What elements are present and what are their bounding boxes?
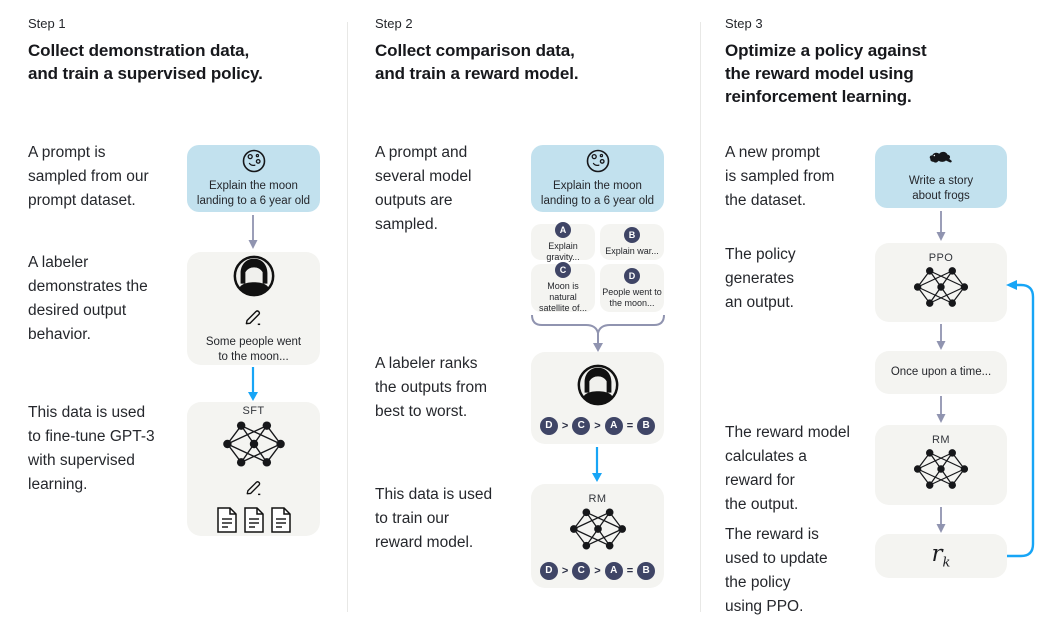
rank-badge: B (637, 561, 656, 580)
pencil-icon (244, 307, 263, 331)
down-arrow (247, 215, 259, 254)
down-arrow (935, 507, 947, 538)
step2-title: Collect comparison data, and train a rew… (375, 41, 579, 83)
step3-title: Optimize a policy against the reward mod… (725, 41, 927, 106)
column-divider (347, 22, 348, 612)
step2-prompt-box: Explain the moon landing to a 6 year old (531, 145, 664, 212)
step3-rm-box: RM (875, 425, 1007, 505)
output-box-b: B Explain war... (600, 224, 664, 260)
output-b-text: Explain war... (605, 246, 659, 256)
frog-icon (928, 149, 954, 171)
step3-reward-box: rk (875, 534, 1007, 578)
step3-annotation-policy: The policy generates an output. (725, 246, 796, 311)
badge-d: D (624, 267, 640, 284)
step3-annotation-update: The reward is used to update the policy … (725, 526, 828, 615)
ranking-row: D > C > A = B (539, 561, 656, 580)
step2-prompt-text: Explain the moon landing to a 6 year old (540, 180, 655, 207)
step2-rm-box: RM D > C > A (531, 484, 664, 588)
rank-separator: = (626, 419, 634, 432)
step1-title: Collect demonstration data, and train a … (28, 41, 263, 83)
step2-labeler-box: D > C > A = B (531, 352, 664, 444)
rank-badge: A (604, 561, 623, 580)
step3-prompt-text: Write a story about frogs (908, 175, 974, 202)
step1-label: Step 1 (28, 16, 66, 31)
reward-value: rk (932, 541, 951, 571)
down-arrow-blue (591, 447, 603, 487)
output-a-text: Explain gravity... (546, 240, 580, 262)
sft-model-name: SFT (242, 405, 265, 417)
output-box-d: D People went to the moon... (600, 264, 664, 312)
down-arrow (935, 324, 947, 355)
step1-annotation-finetune: This data is used to fine-tune GPT-3 wit… (28, 404, 155, 493)
neural-network-icon (568, 506, 628, 557)
badge-b: B (624, 227, 640, 243)
ranking-row: D > C > A = B (539, 416, 656, 435)
step2-annotation-train: This data is used to train our reward mo… (375, 486, 493, 551)
down-arrow (935, 211, 947, 246)
output-c-text: Moon is natural satellite of... (538, 281, 588, 313)
step1-prompt-box: Explain the moon landing to a 6 year old (187, 145, 320, 212)
step3-annotation-prompt: A new prompt is sampled from the dataset… (725, 144, 835, 209)
step3-label: Step 3 (725, 16, 763, 31)
step2-annotation-prompt: A prompt and several model outputs are s… (375, 144, 472, 233)
rank-badge: D (539, 561, 558, 580)
badge-a: A (555, 221, 571, 238)
step2-label: Step 2 (375, 16, 413, 31)
step3-output-text: Once upon a time... (890, 366, 992, 378)
rank-badge: C (572, 416, 591, 435)
step1-annotation-labeler: A labeler demonstrates the desired outpu… (28, 254, 148, 343)
merge-brace-arrow (531, 314, 665, 357)
step1-sft-box: SFT (187, 402, 320, 536)
rm-model-name: RM (932, 434, 950, 446)
rank-badge: D (539, 416, 558, 435)
step3-output-box: Once upon a time... (875, 351, 1007, 394)
step3-ppo-box: PPO (875, 243, 1007, 322)
labeler-icon (575, 362, 621, 413)
moon-icon (241, 148, 267, 179)
reward-symbol: r (931, 541, 943, 568)
rank-separator: > (594, 564, 601, 577)
rm-model-name: RM (588, 492, 607, 505)
moon-icon (585, 148, 611, 179)
step1-annotation-prompt: A prompt is sampled from our prompt data… (28, 144, 149, 209)
step1-demonstration-text: Some people went to the moon... (205, 335, 302, 363)
rank-separator: > (561, 419, 569, 432)
output-d-text: People went to the moon... (602, 286, 662, 308)
column-divider (700, 22, 701, 612)
step1-prompt-text: Explain the moon landing to a 6 year old (196, 180, 311, 207)
step1-labeler-box: Some people went to the moon... (187, 252, 320, 365)
rank-badge: B (637, 416, 656, 435)
neural-network-icon (912, 265, 970, 314)
rank-badge: C (572, 561, 591, 580)
labeler-icon (231, 253, 277, 304)
rank-badge: A (604, 416, 623, 435)
pencil-icon (245, 478, 263, 501)
badge-c: C (555, 262, 571, 278)
step2-annotation-ranking: A labeler ranks the outputs from best to… (375, 355, 488, 420)
down-arrow-blue (247, 367, 259, 406)
output-box-c: C Moon is natural satellite of... (531, 262, 595, 313)
ppo-model-name: PPO (928, 251, 954, 264)
step3-prompt-box: Write a story about frogs (875, 145, 1007, 208)
rank-separator: = (626, 564, 634, 577)
neural-network-icon (221, 419, 287, 474)
output-box-a: A Explain gravity... (531, 221, 595, 262)
documents-icon (216, 507, 292, 533)
reward-subscript: k (942, 555, 951, 571)
down-arrow (935, 396, 947, 428)
feedback-loop-arrow (1005, 275, 1051, 572)
rank-separator: > (594, 419, 601, 432)
rank-separator: > (561, 564, 569, 577)
neural-network-icon (912, 447, 970, 496)
step3-annotation-reward: The reward model calculates a reward for… (725, 424, 850, 513)
